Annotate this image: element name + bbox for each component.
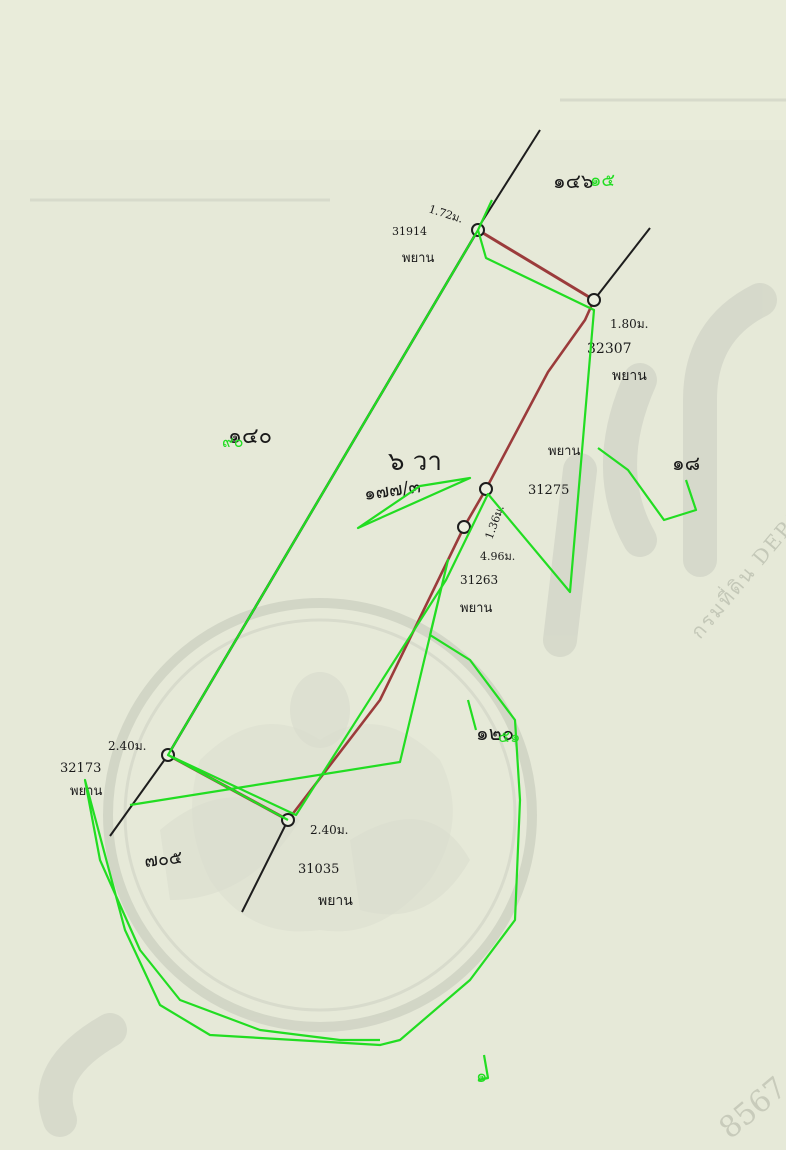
marker-status: พยาน [402, 251, 434, 266]
overlay-label: ๑๕ [590, 170, 615, 191]
marker-point [587, 293, 601, 307]
marker-code: 31263 [460, 573, 498, 587]
overlay-labels: ๑๕ ๙๐ ๕๑ ๑ [222, 170, 615, 1087]
overlay-edge [167, 754, 289, 821]
marker-status: พยาน [460, 601, 492, 616]
marker-code: 31275 [528, 483, 569, 498]
marker-code: 32307 [587, 341, 632, 357]
neighbor-parcel-number: ๗๐๕ [143, 847, 183, 872]
overlay-label: ๙๐ [222, 432, 243, 451]
ink-extension-lines [109, 129, 651, 913]
overlay-label: ๑ [476, 1066, 487, 1087]
parcel-area-label: ๖ วา [388, 447, 442, 477]
overlay-tick [477, 1054, 490, 1082]
neighbor-parcel-number: ๑๘ [672, 451, 700, 475]
marker-status: พยาน [318, 893, 353, 909]
overlay-parcel-trace [166, 199, 596, 817]
marker-distance: 4.96ม. [480, 550, 515, 563]
overlay-label: ๕๑ [498, 727, 520, 746]
overlay-hook [597, 447, 698, 522]
marker-status: พยาน [548, 444, 580, 459]
marker-annotations: 1.72ม. 31914 พยาน 1.80ม. 32307 พยาน 1.36… [60, 202, 648, 909]
overlay-wedge [356, 476, 472, 530]
marker-distance: 2.40ม. [108, 739, 146, 753]
marker-status: พยาน [612, 368, 647, 384]
marker-point [457, 520, 471, 534]
neighbor-labels: ๑๔๖ ๑๔๐ ๑๘ ๑๒๐ ๗๐๕ [143, 169, 700, 872]
overlay-seal-loop [83, 558, 522, 1047]
marker-distance: 1.80ม. [610, 317, 648, 331]
overlay-tick [466, 699, 478, 731]
paper-shade [0, 0, 786, 140]
neighbor-parcel-number: ๑๔๐ [228, 424, 272, 449]
marker-code: 32173 [60, 761, 101, 776]
marker-point [479, 482, 493, 496]
marker-code: 31914 [392, 225, 427, 238]
paper-lines [30, 98, 786, 202]
marker-distance: 2.40ม. [310, 823, 348, 837]
green-overlay [83, 199, 698, 1082]
marker-code: 31035 [298, 862, 339, 877]
neighbor-parcel-number: ๑๒๐ [476, 721, 514, 745]
neighbor-parcel-number: ๑๔๖ [553, 169, 594, 193]
